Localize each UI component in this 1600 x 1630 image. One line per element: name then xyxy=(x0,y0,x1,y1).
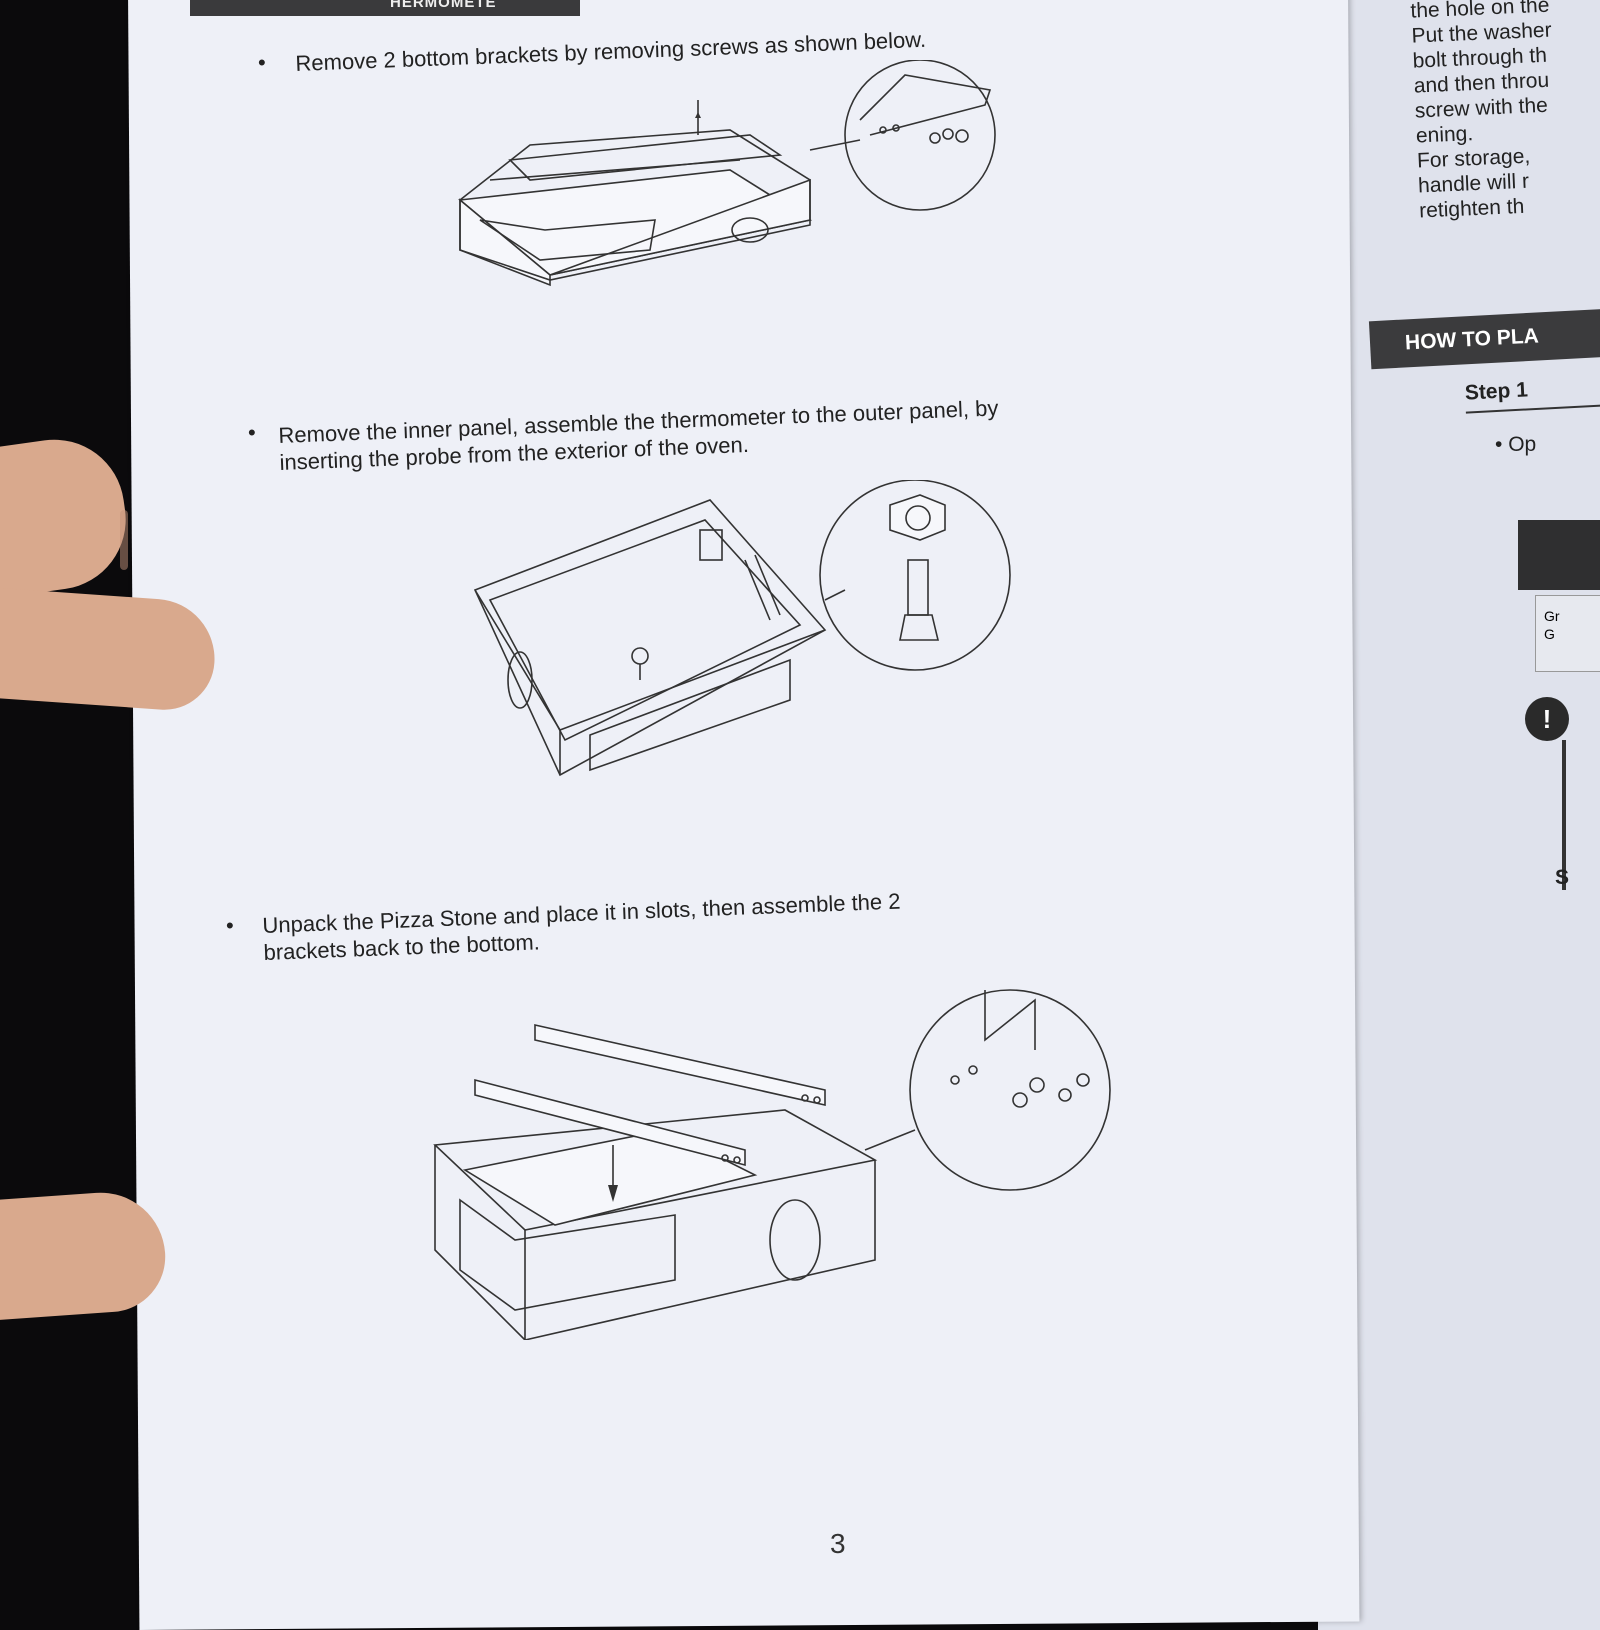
warning-icon: ! xyxy=(1525,697,1569,741)
diagram-remove-brackets xyxy=(458,60,996,287)
section-header-label: HERMOMETE xyxy=(390,0,497,11)
page-number: 3 xyxy=(830,1528,846,1559)
right-page-text: the hole on the Put the washer bolt thro… xyxy=(1380,0,1560,225)
rp-bullet-text: Op xyxy=(1508,433,1537,456)
adjacent-page xyxy=(1318,0,1600,1630)
rp-vertical-rule xyxy=(1562,740,1566,890)
section-title: HOW TO PLA xyxy=(1404,324,1540,355)
bullet-2: • xyxy=(248,420,256,445)
diagram-pizza-stone-install xyxy=(433,989,1111,1340)
rp-bullet-item: • Op xyxy=(1495,433,1537,456)
bullet-1: • xyxy=(258,50,266,75)
rp-box-text-2: G xyxy=(1544,626,1555,642)
section-header-tab: HERMOMETE xyxy=(190,0,580,16)
rp-box-text-1: Gr xyxy=(1544,608,1560,624)
bullet-3: • xyxy=(226,913,234,938)
diagram-thermometer-assembly xyxy=(473,480,1011,777)
thumb-nail-shadow xyxy=(120,510,128,570)
rp-side-letter: S xyxy=(1555,866,1570,889)
rp-dark-box xyxy=(1518,520,1600,590)
rp-light-box: Gr G xyxy=(1535,595,1600,672)
thumb xyxy=(0,430,135,600)
